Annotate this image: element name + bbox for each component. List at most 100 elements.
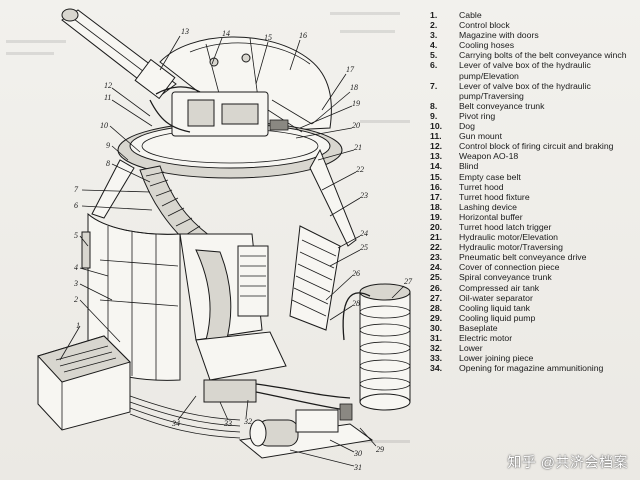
legend-item: 27. Oil-water separator [430,293,635,303]
legend-item: 34. Opening for magazine ammunitioning [430,363,635,373]
callout-13: 13 [181,27,189,36]
callout-21: 21 [354,143,362,152]
legend-item: 26. Compressed air tank [430,283,635,293]
legend-item: 21.Hydraulic motor/Elevation [430,232,635,242]
legend-number: 26. [430,282,443,293]
callout-1: 1 [76,321,80,330]
legend-label: Cover of connection piece [459,262,560,273]
legend-label: Magazine with doors [459,30,539,41]
background-texture [6,12,410,443]
callout-7: 7 [74,185,79,194]
legend-item: 1.Cable [430,10,635,20]
legend-item: 30.Baseplate [430,323,635,333]
legend-item: 20. Turret hood latch trigger [430,222,635,232]
legend-label: Pivot ring [459,110,496,121]
callout-34: 34 [171,419,180,428]
inner-housing [179,233,269,343]
legend-label: Dog [459,121,475,132]
legend-number: 13. [430,151,443,162]
legend-label: Gun mount [459,131,502,142]
legend-label: Control block of firing circuit and brak… [459,141,614,152]
legend-label: Turret hood [459,181,504,192]
legend-number: 32. [430,343,443,354]
legend-label: Blind [459,161,479,172]
legend-label: Compressed air tank [459,282,540,293]
callout-33: 33 [223,419,232,428]
legend-item: 16. Turret hood [430,182,635,192]
legend-number: 7. [430,80,438,91]
legend-number: 20. [430,221,443,232]
legend-label: Turret hood latch trigger [459,221,552,232]
legend-item: 13. Weapon AO-18 [430,151,635,161]
magazine [81,212,181,381]
callout-5: 5 [74,231,78,240]
legend-number: 5. [430,50,438,61]
cooling-liquid-tank [342,283,411,411]
legend-item: 23.Pneumatic belt conveyance drive [430,252,635,262]
legend-item: 15.Empty case belt [430,172,635,182]
legend-item: 19. Horizontal buffer [430,212,635,222]
legend-item: 33.Lower joining piece [430,353,635,363]
legend-number: 29. [430,312,443,323]
electric-motor [238,403,374,459]
legend-number: 2. [430,20,438,31]
legend-label: Opening for magazine ammunitioning [459,363,604,374]
callout-18: 18 [350,83,358,92]
legend-number: 12. [430,141,443,152]
legend-item: 29. Cooling liquid pump [430,313,635,323]
legend-label: Pneumatic belt conveyance drive [459,252,587,263]
callout-numbers: 13 14 15 16 17 18 19 20 21 22 23 24 25 2… [73,27,413,472]
callout-17: 17 [346,65,355,74]
legend-item: 32.Lower [430,343,635,353]
legend-number: 18. [430,201,443,212]
legend-number: 27. [430,292,443,303]
watermark: 知乎 @共济会档案 [507,454,628,470]
legend-label: Electric motor [459,333,513,343]
legend-number: 34. [430,363,443,374]
callout-leaders [59,35,405,467]
callout-20: 20 [352,121,360,130]
legend-label: Cooling liquid tank [459,302,530,313]
legend-number: 4. [430,40,438,51]
legend-number: 25. [430,272,443,283]
legend-label: Weapon AO-18 [459,151,519,162]
callout-19: 19 [352,99,360,108]
control-block [37,335,131,431]
legend-item: 9.Pivot ring [430,111,635,121]
legend-label: Belt conveyance trunk [459,100,545,111]
legend-number: 10. [430,121,443,132]
gun-barrel [61,8,177,100]
legend-item: 18.Lashing device [430,202,635,212]
legend-label: Carrying bolts of the belt conveyance wi… [459,50,627,61]
legend-number: 14. [430,161,443,172]
legend-number: 22. [430,242,443,253]
lower-joining-piece [195,331,351,411]
legend-number: 16. [430,181,443,192]
callout-16: 16 [299,31,307,40]
legend-number: 11. [430,131,442,142]
legend-number: 31. [430,333,443,343]
callout-24: 24 [360,229,368,238]
legend-label: Turret hood fixture [459,191,530,202]
legend-item: 22. Hydraulic motor/Traversing [430,242,635,252]
legend-item: 24. Cover of connection piece [430,262,635,272]
turret-cutaway-drawing: 13 14 15 16 17 18 19 20 21 22 23 24 25 2… [6,8,413,472]
callout-11: 11 [104,93,111,102]
legend-item: 25. Spiral conveyance trunk [430,272,635,282]
legend-label: Lower joining piece [459,353,534,364]
callout-29: 29 [376,445,384,454]
legend-item: 11. Gun mount [430,131,635,141]
legend-label: Spiral conveyance trunk [459,272,552,283]
legend-number: 6. [430,60,438,71]
legend-number: 19. [430,211,443,222]
callout-30: 30 [353,449,362,458]
callout-9: 9 [106,141,110,150]
callout-14: 14 [222,29,230,38]
legend-label: Oil-water separator [459,292,533,303]
legend-label: Hydraulic motor/Traversing [459,242,563,253]
legend-number: 24. [430,262,443,273]
legend-label: Horizontal buffer [459,211,523,222]
legend-label: Cooling liquid pump [459,312,536,323]
